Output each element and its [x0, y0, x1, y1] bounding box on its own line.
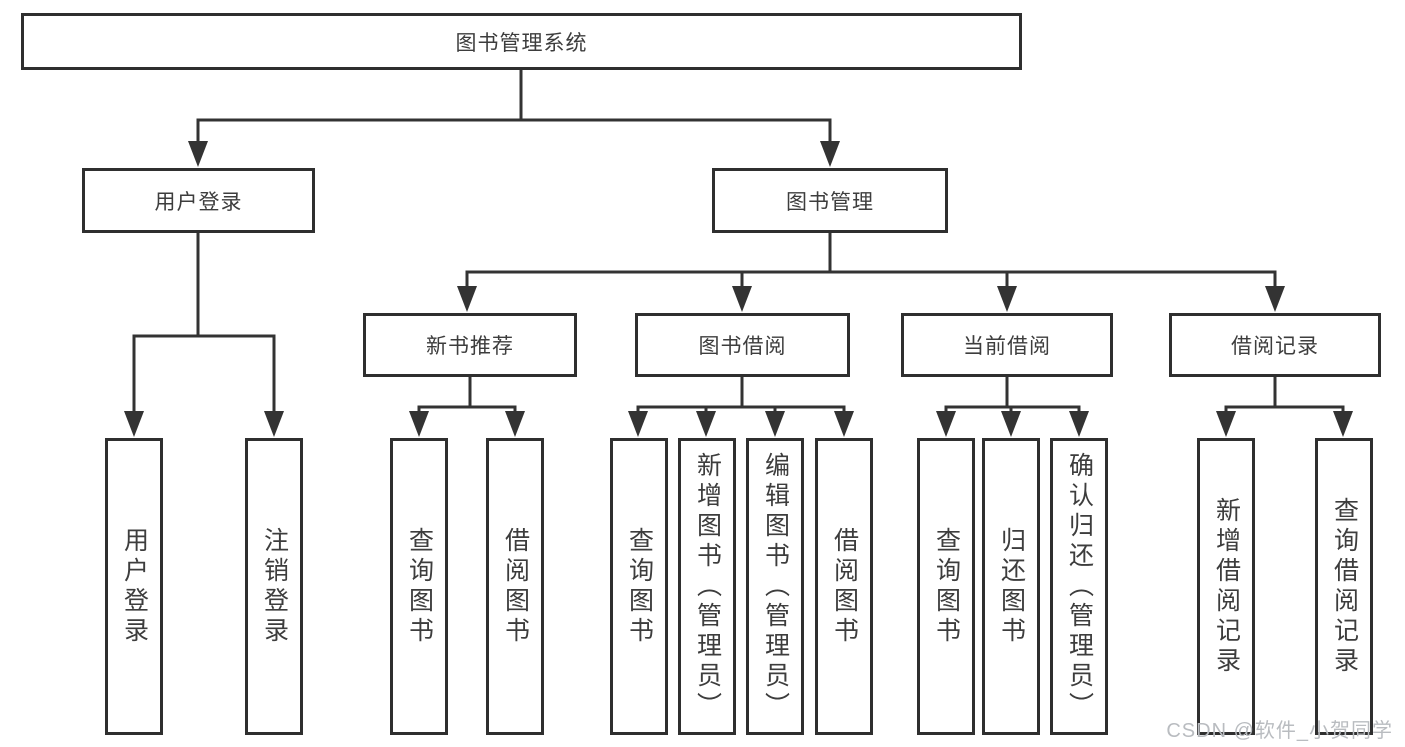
node-label: 图书管理 — [786, 190, 874, 214]
node-current-borrow: 当前借阅 — [901, 313, 1113, 377]
leaf-records-query-record: 查询借阅记录 — [1315, 438, 1373, 735]
node-label: 用户登录 — [154, 190, 243, 214]
leaf-current-query-books: 查询图书 — [917, 438, 975, 735]
node-label: 新增图书（管理员） — [693, 451, 722, 722]
node-label: 当前借阅 — [963, 335, 1051, 358]
leaf-current-return-books: 归还图书 — [982, 438, 1040, 735]
node-label: 查询图书 — [932, 526, 961, 647]
node-new-book-recommend: 新书推荐 — [363, 313, 577, 377]
node-label: 用户登录 — [120, 526, 149, 647]
node-label: 编辑图书（管理员） — [761, 451, 790, 722]
leaf-newbook-borrow-books: 借阅图书 — [486, 438, 544, 735]
connector-currentborrow-to-leaves — [936, 377, 1089, 437]
node-label: 归还图书 — [997, 526, 1026, 647]
node-book-management: 图书管理 — [712, 168, 948, 233]
node-label: 注销登录 — [260, 526, 289, 647]
node-label: 新增借阅记录 — [1212, 496, 1241, 677]
connector-newbook-to-leaves — [409, 377, 525, 437]
node-label: 确认归还（管理员） — [1065, 451, 1094, 722]
connector-borrowrecords-to-leaves — [1216, 377, 1353, 437]
leaf-current-confirm-return-admin: 确认归还（管理员） — [1050, 438, 1108, 735]
connector-bookmgmt-to-level3 — [457, 233, 1285, 312]
leaf-borrow-borrow-books: 借阅图书 — [815, 438, 873, 735]
node-label: 借阅记录 — [1231, 335, 1319, 358]
node-book-borrow: 图书借阅 — [635, 313, 850, 377]
leaf-borrow-query-books: 查询图书 — [610, 438, 668, 735]
leaf-user-login: 用户登录 — [105, 438, 163, 735]
node-label: 查询借阅记录 — [1330, 496, 1359, 677]
connector-userlogin-to-leaves — [124, 233, 284, 437]
node-label: 新书推荐 — [426, 335, 514, 358]
leaf-records-add-record: 新增借阅记录 — [1197, 438, 1255, 735]
connector-bookborrow-to-leaves — [628, 377, 854, 437]
node-label: 借阅图书 — [501, 526, 530, 647]
node-label: 借阅图书 — [830, 526, 859, 647]
leaf-logout: 注销登录 — [245, 438, 303, 735]
node-user-login: 用户登录 — [82, 168, 315, 233]
leaf-newbook-query-books: 查询图书 — [390, 438, 448, 735]
node-label: 图书管理系统 — [455, 31, 588, 55]
connector-root-to-level2 — [188, 70, 840, 167]
leaf-borrow-edit-books-admin: 编辑图书（管理员） — [746, 438, 804, 735]
node-borrow-records: 借阅记录 — [1169, 313, 1381, 377]
node-library-management-system: 图书管理系统 — [21, 13, 1022, 70]
node-label: 图书借阅 — [698, 335, 787, 358]
leaf-borrow-add-books-admin: 新增图书（管理员） — [678, 438, 736, 735]
csdn-watermark: CSDN @软件_小贺同学 — [1166, 720, 1393, 742]
node-label: 查询图书 — [405, 526, 434, 647]
node-label: 查询图书 — [625, 526, 654, 647]
